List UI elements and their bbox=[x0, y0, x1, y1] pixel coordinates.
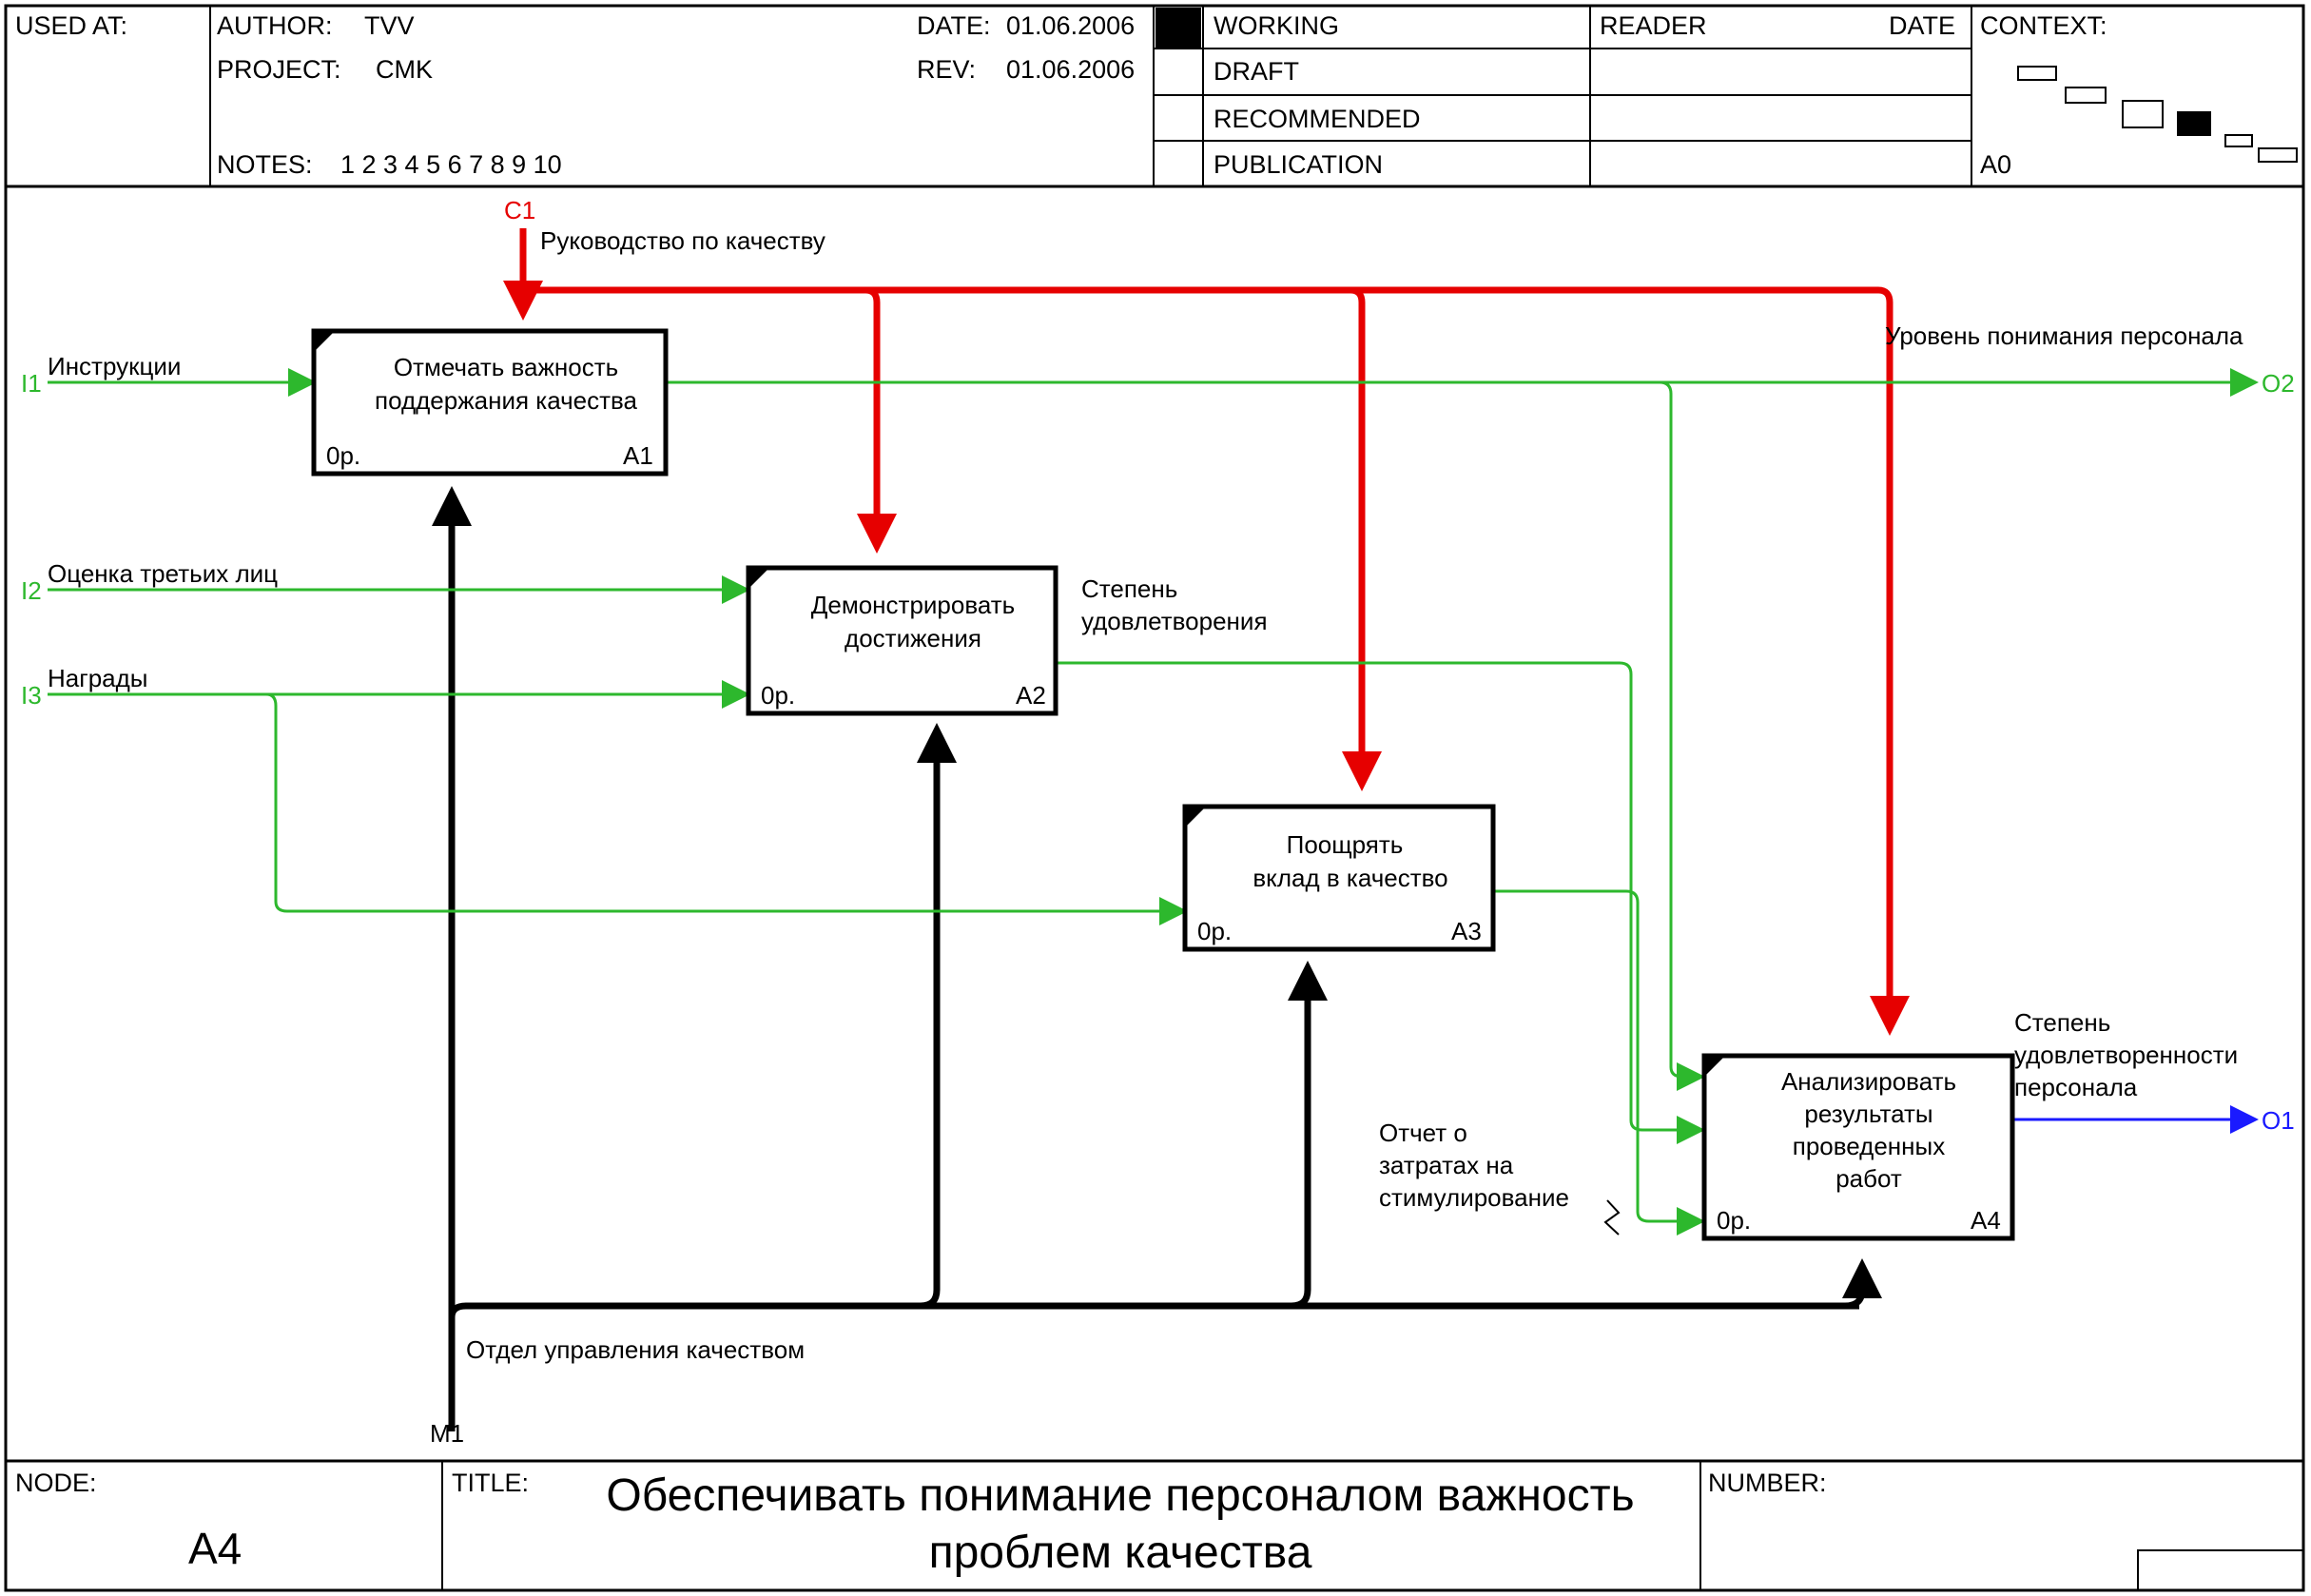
a1-node-id: A1 bbox=[623, 441, 653, 470]
author-value: TVV bbox=[364, 11, 415, 40]
i3-label: Награды bbox=[48, 664, 148, 692]
activity-box-a3[interactable]: Поощрять вклад в качество 0р. A3 bbox=[1182, 804, 1496, 952]
a3-output-label-line1: Отчет о bbox=[1379, 1119, 1467, 1147]
context-label: CONTEXT: bbox=[1980, 11, 2107, 40]
rev-value: 01.06.2006 bbox=[1006, 55, 1135, 84]
status-publication: PUBLICATION bbox=[1214, 150, 1383, 179]
m1-code: M1 bbox=[430, 1419, 464, 1448]
status-recommended: RECOMMENDED bbox=[1214, 105, 1421, 133]
used-at-label: USED AT: bbox=[15, 11, 127, 40]
number-label: NUMBER: bbox=[1708, 1469, 1827, 1497]
a3-output-label-line2: затратах на bbox=[1379, 1151, 1514, 1179]
i3-code: I3 bbox=[21, 681, 42, 710]
project-value: CMK bbox=[376, 55, 433, 84]
i2-label: Оценка третьих лиц bbox=[48, 559, 278, 588]
title-line2: проблем качества bbox=[929, 1528, 1312, 1578]
context-thumbnail bbox=[2017, 66, 2298, 163]
output-arrows: O2 Уровень понимания персонала Степень у… bbox=[666, 321, 2295, 1236]
a2-output-label-line1: Степень bbox=[1081, 574, 1177, 603]
title-label: TITLE: bbox=[452, 1469, 529, 1497]
reader-date-label: DATE bbox=[1889, 11, 1955, 40]
activity-box-a1[interactable]: Отмечать важность поддержания качества 0… bbox=[311, 328, 669, 477]
a4-title-line4: работ bbox=[1835, 1164, 1902, 1193]
c1-code: C1 bbox=[504, 196, 535, 224]
a1-cost: 0р. bbox=[326, 441, 360, 470]
title-line1: Обеспечивать понимание персоналом важнос… bbox=[606, 1470, 1634, 1521]
footer-block: NODE: A4 TITLE: Обеспечивать понимание п… bbox=[4, 1459, 2305, 1592]
status-working: WORKING bbox=[1214, 11, 1339, 40]
a2-title-line1: Демонстрировать bbox=[811, 591, 1015, 619]
date-value: 01.06.2006 bbox=[1006, 11, 1135, 40]
i1-code: I1 bbox=[21, 369, 42, 398]
rev-label: REV: bbox=[917, 55, 976, 84]
a3-node-id: A3 bbox=[1451, 917, 1482, 945]
a3-cost: 0р. bbox=[1197, 917, 1232, 945]
activity-box-a2[interactable]: Демонстрировать достижения 0р. A2 bbox=[746, 565, 1058, 716]
a4-cost: 0р. bbox=[1717, 1206, 1751, 1235]
working-status-marker bbox=[1156, 8, 1201, 49]
date-label: DATE: bbox=[917, 11, 991, 40]
a3-title-line2: вклад в качество bbox=[1253, 864, 1447, 892]
m1-label: Отдел управления качеством bbox=[466, 1335, 805, 1364]
a4-title-line2: результаты bbox=[1804, 1100, 1932, 1128]
squiggle-tilde bbox=[1603, 1199, 1621, 1236]
i1-label: Инструкции bbox=[48, 352, 181, 380]
o2-code: O2 bbox=[2262, 369, 2295, 398]
input-arrows: I1 Инструкции I2 Оценка третьих лиц I3 Н… bbox=[21, 352, 1188, 925]
a4-title-line3: проведенных bbox=[1793, 1132, 1945, 1160]
activity-box-a4[interactable]: Анализировать результаты проведенных раб… bbox=[1701, 1053, 2015, 1241]
reader-label: READER bbox=[1600, 11, 1707, 40]
a1-title-line2: поддержания качества bbox=[375, 386, 638, 415]
mechanism-arrows: Отдел управления качеством M1 bbox=[430, 486, 1882, 1448]
notes-label: NOTES: bbox=[217, 150, 313, 179]
a2-title-line2: достижения bbox=[845, 624, 981, 652]
a3-title-line1: Поощрять bbox=[1287, 830, 1404, 859]
a4-node-id: A4 bbox=[1971, 1206, 2001, 1235]
a3-output-label-line3: стимулирование bbox=[1379, 1183, 1569, 1212]
i2-code: I2 bbox=[21, 576, 42, 605]
o1-label-line2: удовлетворенности bbox=[2014, 1041, 2238, 1069]
author-label: AUTHOR: bbox=[217, 11, 333, 40]
node-label: NODE: bbox=[15, 1469, 97, 1497]
a2-output-label-line2: удовлетворения bbox=[1081, 607, 1268, 635]
a1-title-line1: Отмечать важность bbox=[394, 353, 618, 381]
notes-values: 1 2 3 4 5 6 7 8 9 10 bbox=[340, 150, 562, 179]
header-block: USED AT: AUTHOR: TVV PROJECT: CMK DATE: … bbox=[4, 4, 2305, 188]
c1-label: Руководство по качеству bbox=[540, 226, 825, 255]
a4-title-line1: Анализировать bbox=[1781, 1067, 1956, 1096]
o2-label: Уровень понимания персонала bbox=[1885, 321, 2243, 350]
o1-code: O1 bbox=[2262, 1106, 2295, 1135]
o1-label-line1: Степень bbox=[2014, 1008, 2110, 1037]
project-label: PROJECT: bbox=[217, 55, 341, 84]
node-value: A4 bbox=[188, 1524, 242, 1573]
a2-cost: 0р. bbox=[761, 681, 795, 710]
a2-node-id: A2 bbox=[1016, 681, 1046, 710]
status-draft: DRAFT bbox=[1214, 57, 1299, 86]
context-node: A0 bbox=[1980, 150, 2011, 179]
o1-label-line3: персонала bbox=[2014, 1073, 2138, 1101]
control-arrows: C1 Руководство по качеству bbox=[503, 196, 1910, 1036]
